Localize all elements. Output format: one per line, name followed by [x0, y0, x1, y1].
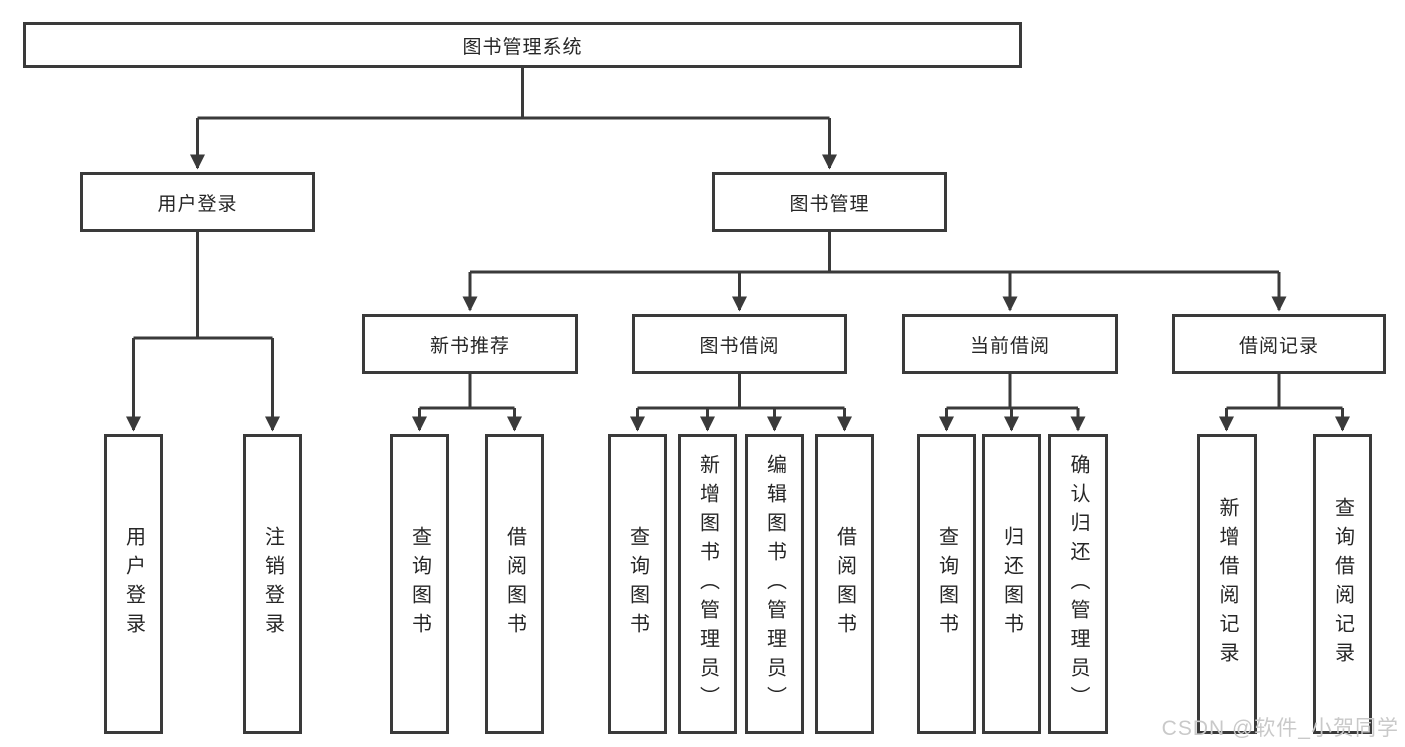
leaf-box-return-books: 归还图书 — [982, 434, 1041, 734]
leaf-box-user-login: 用户登录 — [104, 434, 163, 734]
leaf-box-edit-books-admin: 编辑图书（管理员） — [745, 434, 804, 734]
node-box-borrowing-records: 借阅记录 — [1172, 314, 1386, 374]
leaf-box-add-borrow-record: 新增借阅记录 — [1197, 434, 1257, 734]
node-box-root: 图书管理系统 — [23, 22, 1022, 68]
leaf-box-borrow-books: 借阅图书 — [815, 434, 874, 734]
leaf-box-query-borrow-record: 查询借阅记录 — [1313, 434, 1372, 734]
leaf-box-logout-login: 注销登录 — [243, 434, 302, 734]
leaf-box-borrow-books-recommend: 借阅图书 — [485, 434, 544, 734]
node-box-user-login: 用户登录 — [80, 172, 315, 232]
node-box-book-management: 图书管理 — [712, 172, 947, 232]
node-box-current-borrowing: 当前借阅 — [902, 314, 1118, 374]
node-box-book-borrowing: 图书借阅 — [632, 314, 847, 374]
csdn-watermark: CSDN @软件_小贺同学 — [1161, 717, 1399, 740]
leaf-box-add-books-admin: 新增图书（管理员） — [678, 434, 737, 734]
leaf-box-query-books-recommend: 查询图书 — [390, 434, 449, 734]
leaf-box-query-books-current: 查询图书 — [917, 434, 976, 734]
leaf-box-confirm-return-admin: 确认归还（管理员） — [1048, 434, 1108, 734]
leaf-box-query-books-borrowing: 查询图书 — [608, 434, 667, 734]
node-box-new-book-recommend: 新书推荐 — [362, 314, 578, 374]
